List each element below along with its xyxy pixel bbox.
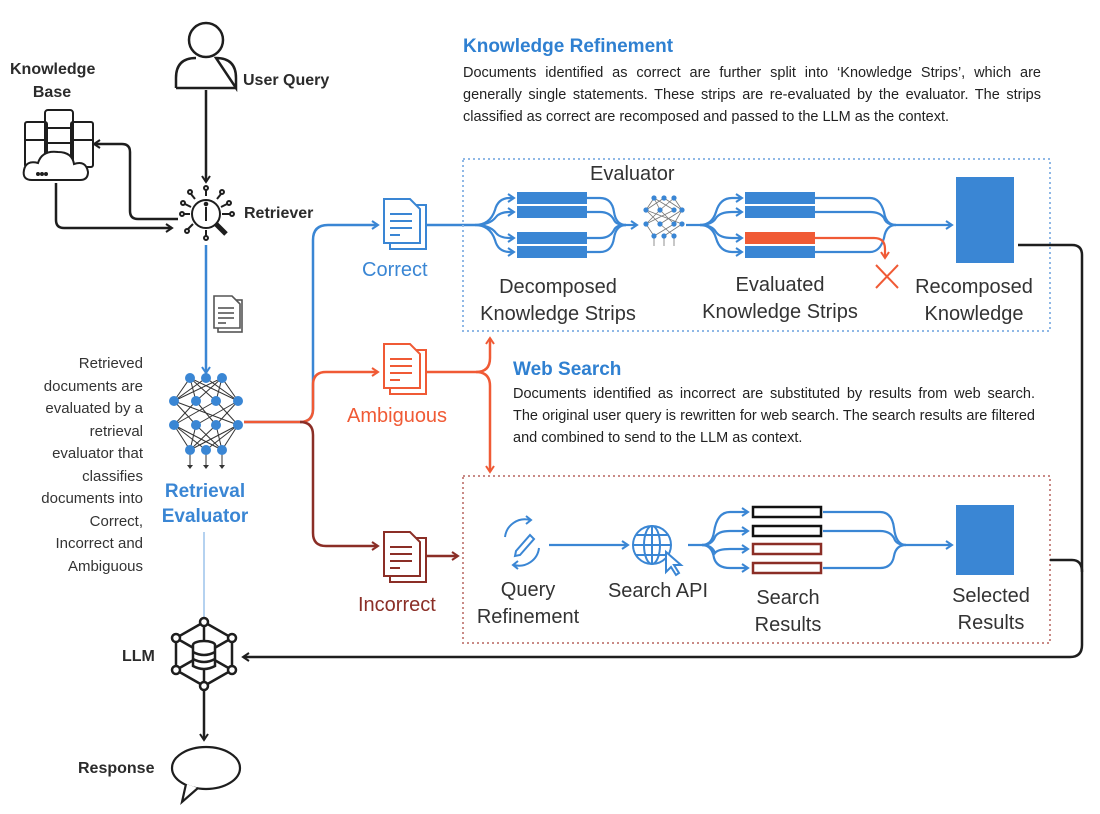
retriever-to-kb-arrow	[92, 139, 178, 221]
retrieval-evaluator-label-line1: Retrieval	[164, 481, 246, 502]
knowledge-base-label: Knowledge Base	[10, 58, 96, 104]
kb-to-retriever-arrow	[54, 183, 174, 233]
evaluator-description-line: documents into	[41, 490, 143, 507]
refinement-to-llm-line	[1018, 243, 1084, 659]
search-result-kept	[751, 524, 823, 538]
web-search-description: Documents identified as incorrect are su…	[513, 386, 1035, 446]
knowledge-refinement-description: Documents identified as correct are furt…	[463, 65, 1041, 125]
decomposed-strip	[517, 246, 587, 258]
query-refinement-label-line1: Query	[500, 579, 556, 601]
knowledge-refinement-box	[462, 158, 1051, 332]
knowledge-refinement-title: Knowledge Refinement	[463, 36, 674, 57]
strip-evaluator-icon	[643, 195, 685, 246]
decomposed-strip	[517, 192, 587, 204]
evaluator-description-line: classifies	[82, 467, 143, 485]
evaluated-strip-correct	[745, 206, 815, 218]
decomposed-strips-label-line2: Knowledge Strips	[480, 303, 636, 325]
user-query-label: User Query	[243, 72, 330, 89]
correct-document-icon	[383, 198, 427, 250]
evaluator-description-line: Retrieved	[78, 355, 143, 372]
selected-results-label: Selected Results	[936, 583, 1046, 637]
rejected-strip-arrow	[815, 236, 890, 260]
evaluated-strip-correct	[745, 192, 815, 204]
incorrect-label: Incorrect	[358, 594, 436, 616]
selected-results-label-line1: Selected	[952, 585, 1030, 607]
retrieval-evaluator-icon	[169, 373, 243, 469]
evaluated-strip-incorrect	[745, 232, 815, 244]
evaluated-strips-label-line2: Knowledge Strips	[702, 301, 858, 323]
evaluator-description-line: retrieval	[89, 422, 143, 440]
response-speech-bubble-icon	[170, 745, 242, 806]
query-refinement-icon	[504, 515, 540, 570]
ambiguous-document-icon	[383, 343, 427, 395]
recomposed-knowledge-block	[956, 177, 1014, 263]
reject-x-icon	[875, 264, 899, 289]
decomposed-strips-label-line1: Decomposed	[499, 276, 617, 298]
ambiguous-branch-line	[244, 367, 380, 424]
evaluator-description-line: evaluator that	[52, 445, 143, 462]
knowledge-base-label-line1: Knowledge	[10, 61, 96, 78]
correct-label: Correct	[362, 259, 428, 281]
evaluator-description-line: Correct,	[89, 512, 143, 530]
search-api-label: Search API	[607, 580, 709, 602]
search-result-discarded	[751, 542, 823, 556]
incorrect-document-icon	[383, 531, 427, 583]
evaluated-strips-label-line1: Evaluated	[735, 274, 825, 296]
recomposed-knowledge-label-line1: Recomposed	[915, 276, 1033, 298]
retriever-label: Retriever	[244, 205, 314, 222]
retrieved-document-icon	[213, 295, 243, 333]
evaluated-strip-correct	[745, 246, 815, 258]
knowledge-base-label-line2: Base	[32, 84, 72, 101]
query-refinement-label-line2: Refinement	[476, 606, 580, 628]
knowledge-base-icon	[22, 109, 94, 181]
search-result-kept	[751, 505, 823, 519]
decomposed-strip	[517, 232, 587, 244]
decomposed-strip	[517, 206, 587, 218]
evaluator-description: Retrieved documents are evaluated by a r…	[10, 353, 143, 578]
evaluator-description-line: evaluated by a	[45, 400, 143, 417]
search-results	[751, 505, 823, 575]
evaluated-strips-fan	[686, 193, 954, 257]
evaluator-description-line: documents are	[43, 377, 143, 395]
incorrect-branch-line	[299, 420, 380, 551]
search-results-label-line2: Results	[754, 614, 822, 636]
llm-label: LLM	[122, 648, 155, 665]
ambiguous-to-refinement-arrow	[426, 336, 495, 374]
search-result-discarded	[751, 561, 823, 575]
strip-evaluator-label: Evaluator	[590, 163, 675, 185]
evaluator-description-line: Ambiguous	[67, 557, 143, 575]
selected-results-label-line2: Results	[957, 612, 1025, 634]
evaluated-strips	[745, 192, 815, 258]
search-results-fan	[688, 507, 954, 573]
recomposed-knowledge-label: Recomposed Knowledge	[905, 274, 1043, 328]
selected-results-block	[956, 505, 1014, 575]
query-refinement-label: Query Refinement	[466, 577, 590, 631]
decomposed-strips-fan	[474, 193, 639, 257]
search-results-label-line1: Search	[756, 587, 820, 609]
search-api-icon	[632, 525, 684, 577]
search-results-label: Search Results	[735, 585, 841, 639]
websearch-to-llm-line	[1050, 558, 1084, 573]
evaluator-description-line: Incorrect and	[55, 535, 143, 552]
web-search-title: Web Search	[513, 359, 622, 380]
evaluated-strips-label: Evaluated Knowledge Strips	[690, 272, 870, 326]
response-label: Response	[78, 760, 155, 777]
recomposed-knowledge-label-line2: Knowledge	[924, 303, 1024, 325]
decomposed-strips-label: Decomposed Knowledge Strips	[468, 274, 648, 328]
retrieval-evaluator-label: Retrieval Evaluator	[152, 479, 258, 529]
ambiguous-to-websearch-arrow	[475, 370, 495, 474]
decomposed-strips	[517, 192, 587, 258]
user-icon	[174, 21, 238, 93]
correct-branch-line	[244, 220, 380, 424]
ambiguous-label: Ambiguous	[347, 405, 448, 427]
retrieval-evaluator-label-line2: Evaluator	[161, 506, 249, 527]
llm-icon	[170, 616, 238, 692]
retriever-icon	[179, 185, 235, 241]
